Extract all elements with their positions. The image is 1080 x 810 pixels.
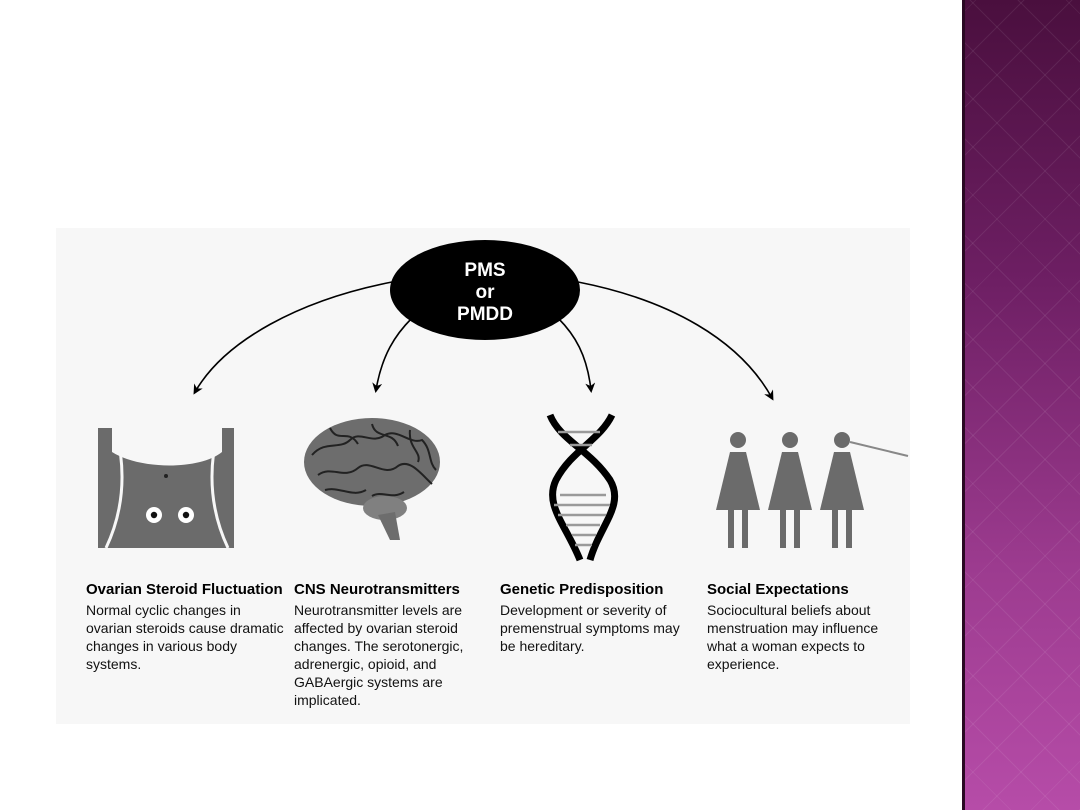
dna-helix-icon <box>546 413 619 562</box>
woman-figure <box>768 432 812 548</box>
caption-cns-title: CNS Neurotransmitters <box>294 581 460 598</box>
caption-social-title: Social Expectations <box>707 581 849 598</box>
caption-cns: CNS Neurotransmitters Neurotransmitter l… <box>294 581 474 709</box>
caption-genetic-body: Development or severity of premenstrual … <box>500 602 680 654</box>
center-line-1: PMS <box>464 260 505 281</box>
caption-genetic: Genetic Predisposition Development or se… <box>500 581 685 655</box>
caption-cns-body: Neurotransmitter levels are affected by … <box>294 602 464 708</box>
caption-social: Social Expectations Sociocultural belief… <box>707 581 892 673</box>
woman-figure <box>820 432 864 548</box>
caption-genetic-title: Genetic Predisposition <box>500 581 664 598</box>
pelvis-ovaries-icon <box>98 428 234 549</box>
center-line-2: or <box>476 282 496 303</box>
center-line-3: PMDD <box>457 304 513 325</box>
arrow-to-ovarian <box>193 281 393 395</box>
sidebar-edge <box>962 0 965 810</box>
women-figures-icon <box>716 432 909 548</box>
arrow-to-cns <box>372 317 413 393</box>
caption-ovarian-body: Normal cyclic changes in ovarian steroid… <box>86 602 284 672</box>
arrow-to-social <box>577 281 774 401</box>
caption-ovarian: Ovarian Steroid Fluctuation Normal cycli… <box>86 581 286 673</box>
center-node: PMS or PMDD <box>390 240 580 340</box>
woman-figure <box>716 432 760 548</box>
arrow-to-genetic <box>557 317 596 393</box>
brain-icon <box>304 418 440 540</box>
caption-ovarian-title: Ovarian Steroid Fluctuation <box>86 581 283 598</box>
decorative-sidebar <box>962 0 1080 810</box>
caption-social-body: Sociocultural beliefs about menstruation… <box>707 602 879 672</box>
